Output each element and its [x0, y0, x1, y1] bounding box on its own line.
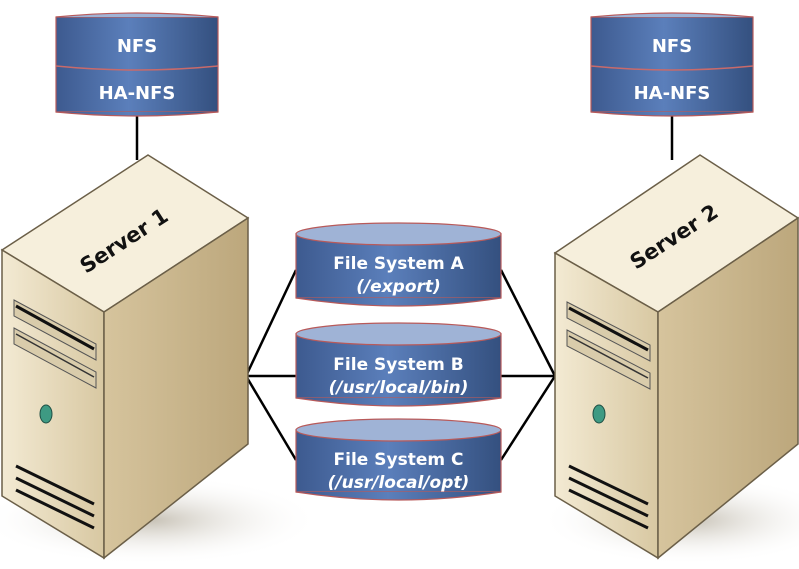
fs-b-name: File System B	[333, 355, 463, 375]
power-indicator	[39, 404, 53, 424]
server2-to-fs-c-line	[499, 375, 557, 461]
file-system-a: File System A (/export)	[295, 222, 502, 307]
file-system-b: File System B (/usr/local/bin)	[295, 322, 502, 407]
server2-to-fs-a-line	[499, 269, 557, 377]
nfs-stack-server2: NFS HA-NFS	[590, 12, 754, 117]
fs-c-name: File System C	[334, 450, 464, 470]
drive-bay	[566, 301, 651, 390]
file-system-c: File System C (/usr/local/opt)	[295, 418, 502, 501]
server1-to-fs-c-line	[244, 375, 298, 461]
server1-tower: Server 1	[0, 154, 320, 565]
server2-tower: Server 2	[540, 154, 799, 565]
fs-a-path: (/export)	[356, 277, 441, 297]
power-indicator	[592, 404, 606, 424]
ha-nfs-label: HA-NFS	[99, 83, 176, 104]
fs-a-name: File System A	[333, 254, 464, 274]
nfs-label: NFS	[117, 36, 157, 57]
fs-b-path: (/usr/local/bin)	[329, 378, 469, 398]
vent-slots	[15, 464, 95, 530]
connection-lines	[135, 112, 674, 461]
server1-to-fs-a-line	[244, 269, 298, 377]
fs-c-path: (/usr/local/opt)	[328, 473, 470, 493]
ha-nfs-label: HA-NFS	[634, 83, 711, 104]
drive-bay	[13, 299, 97, 389]
vent-slots	[568, 464, 649, 530]
nfs-stack-server1: NFS HA-NFS	[55, 12, 219, 117]
nfs-label: NFS	[652, 36, 692, 57]
